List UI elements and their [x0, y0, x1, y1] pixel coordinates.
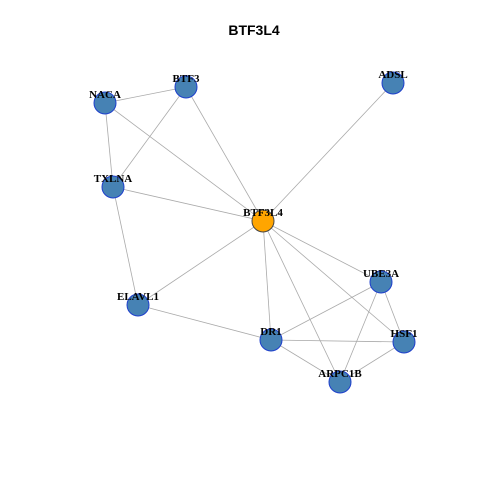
node-label-elavl1: ELAVL1 — [117, 291, 159, 303]
edge-btf3l4-hsf1 — [262, 220, 405, 343]
edge-btf3l4-ube3a — [262, 220, 382, 283]
label-layer: BTF3L4 NACA BTF3 ADSL TXLNA ELAVL1 UBE3A DR1 HSF… — [89, 69, 417, 380]
chart-title: BTF3L4 — [228, 22, 280, 38]
edge-hsf1-arpc1b — [339, 341, 405, 383]
edge-elavl1-dr1 — [137, 304, 272, 341]
node-label-arpc1b: ARPC1B — [318, 368, 362, 380]
node-btf3l4 — [251, 209, 275, 233]
edge-btf3l4-dr1 — [262, 220, 272, 341]
edge-txlna-elavl1 — [112, 186, 139, 306]
edge-btf3-btf3l4 — [185, 86, 264, 222]
node-elavl1 — [126, 293, 150, 317]
node-adsl — [381, 71, 405, 95]
node-label-btf3l4: BTF3L4 — [243, 207, 283, 219]
edge-dr1-hsf1 — [270, 339, 405, 343]
node-arpc1b — [328, 370, 352, 394]
edge-btf3l4-arpc1b — [262, 220, 341, 383]
edge-naca-btf3 — [104, 86, 187, 104]
edge-adsl-btf3l4 — [262, 82, 394, 222]
node-layer — [93, 71, 416, 394]
node-label-hsf1: HSF1 — [391, 328, 418, 340]
node-label-ube3a: UBE3A — [363, 268, 399, 280]
node-label-naca: NACA — [89, 89, 121, 101]
node-hsf1 — [392, 330, 416, 354]
node-label-adsl: ADSL — [378, 69, 407, 81]
node-naca — [93, 91, 117, 115]
node-label-btf3: BTF3 — [173, 73, 200, 85]
node-dr1 — [259, 328, 283, 352]
node-label-dr1: DR1 — [260, 326, 281, 338]
edge-naca-txlna — [104, 102, 114, 188]
edge-dr1-arpc1b — [270, 339, 341, 383]
node-ube3a — [369, 270, 393, 294]
edge-ube3a-arpc1b — [339, 281, 382, 383]
edge-btf3-txlna — [112, 86, 187, 188]
node-label-txlna: TXLNA — [94, 173, 133, 185]
edge-txlna-btf3l4 — [112, 186, 264, 222]
node-txlna — [101, 175, 125, 199]
edge-ube3a-dr1 — [270, 281, 382, 341]
edge-naca-btf3l4 — [104, 102, 264, 222]
node-btf3 — [174, 75, 198, 99]
edge-elavl1-btf3l4 — [137, 220, 264, 306]
edge-layer — [104, 82, 405, 383]
